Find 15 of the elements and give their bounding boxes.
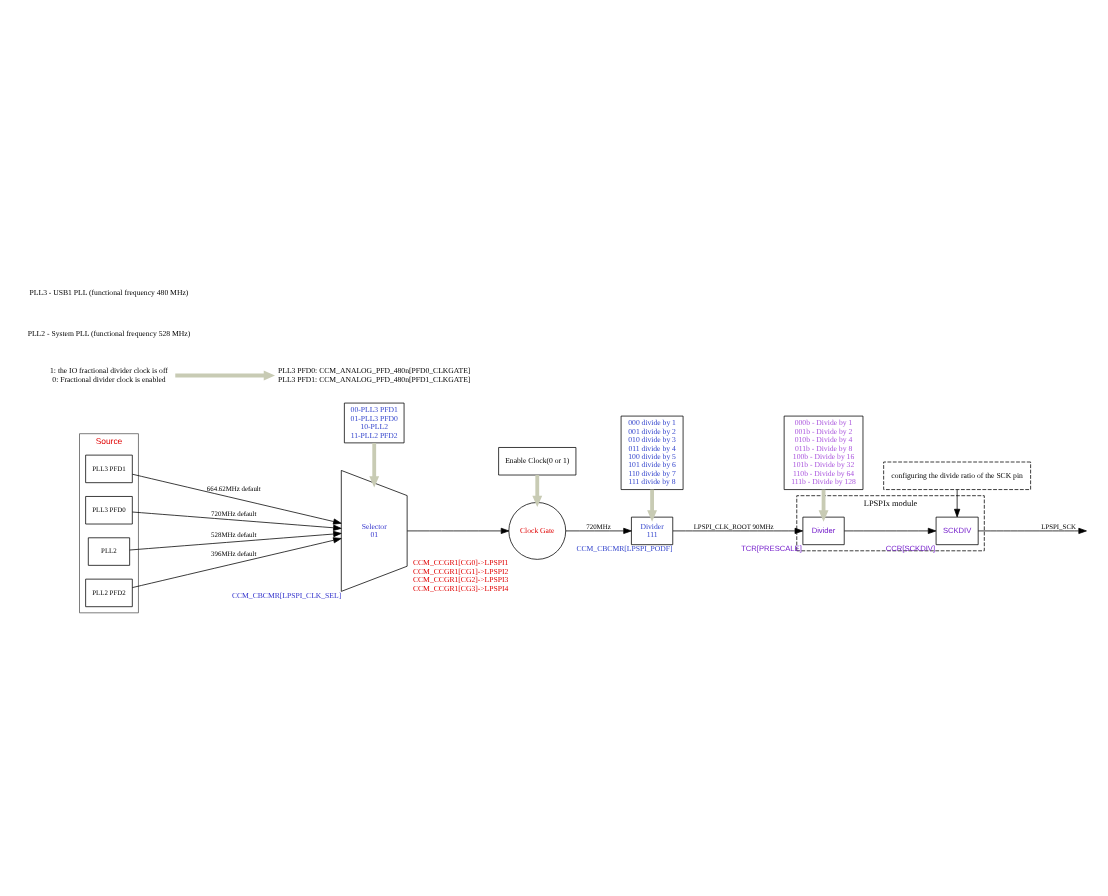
arrow — [672, 526, 804, 533]
arrow — [129, 529, 342, 550]
arrow — [565, 526, 632, 533]
arrow — [844, 526, 937, 533]
arrow — [132, 536, 342, 587]
arrow — [175, 369, 276, 380]
arrow — [132, 510, 342, 530]
arrow — [406, 526, 510, 533]
arrow — [532, 474, 543, 507]
arrow — [818, 488, 829, 521]
arrow — [954, 488, 961, 517]
arrow — [647, 488, 658, 521]
arrow — [977, 526, 1087, 533]
arrow — [132, 472, 342, 524]
arrow — [369, 442, 380, 487]
